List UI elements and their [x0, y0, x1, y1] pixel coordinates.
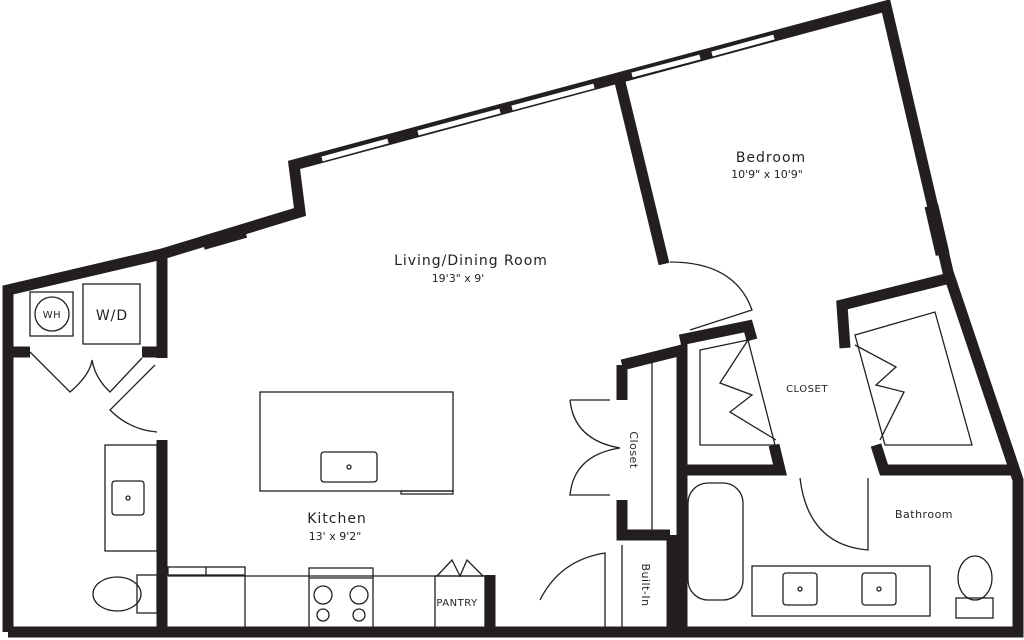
kitchen-label: Kitchen [307, 511, 367, 527]
doors [29, 261, 905, 632]
closet-shelf-left [699, 339, 776, 446]
range [308, 567, 374, 629]
interior-walls [8, 80, 1018, 632]
water-heater-label: WH [43, 310, 61, 321]
bathtub [687, 482, 744, 601]
double-vanity [751, 565, 931, 617]
bath-vanity [104, 444, 158, 552]
washer-dryer [82, 283, 141, 345]
bathroom-label: Bathroom [895, 508, 953, 521]
closet-shelf-right [854, 311, 973, 446]
pantry-label: PANTRY [436, 598, 478, 609]
kitchen-dims: 13' x 9'2" [309, 530, 362, 543]
living-room-dims: 19'3" x 9' [432, 272, 485, 285]
kitchen-island [259, 391, 454, 492]
washer-dryer-label: W/D [96, 308, 128, 324]
living-room-label: Living/Dining Room [394, 253, 548, 269]
toilet [92, 576, 142, 612]
bedroom-dims: 10'9" x 10'9" [731, 168, 803, 181]
bedroom-label: Bedroom [736, 150, 806, 166]
toilet [957, 555, 993, 601]
built-in-label: Built-In [639, 563, 652, 606]
walkin-closet-label: CLOSET [786, 384, 828, 395]
closet-label: Closet [627, 431, 640, 468]
water-heater [29, 291, 74, 337]
room-labels: Bedroom 10'9" x 10'9" Living/Dining Room… [307, 150, 953, 607]
fixtures: WH W/D PANTRY [29, 283, 994, 629]
